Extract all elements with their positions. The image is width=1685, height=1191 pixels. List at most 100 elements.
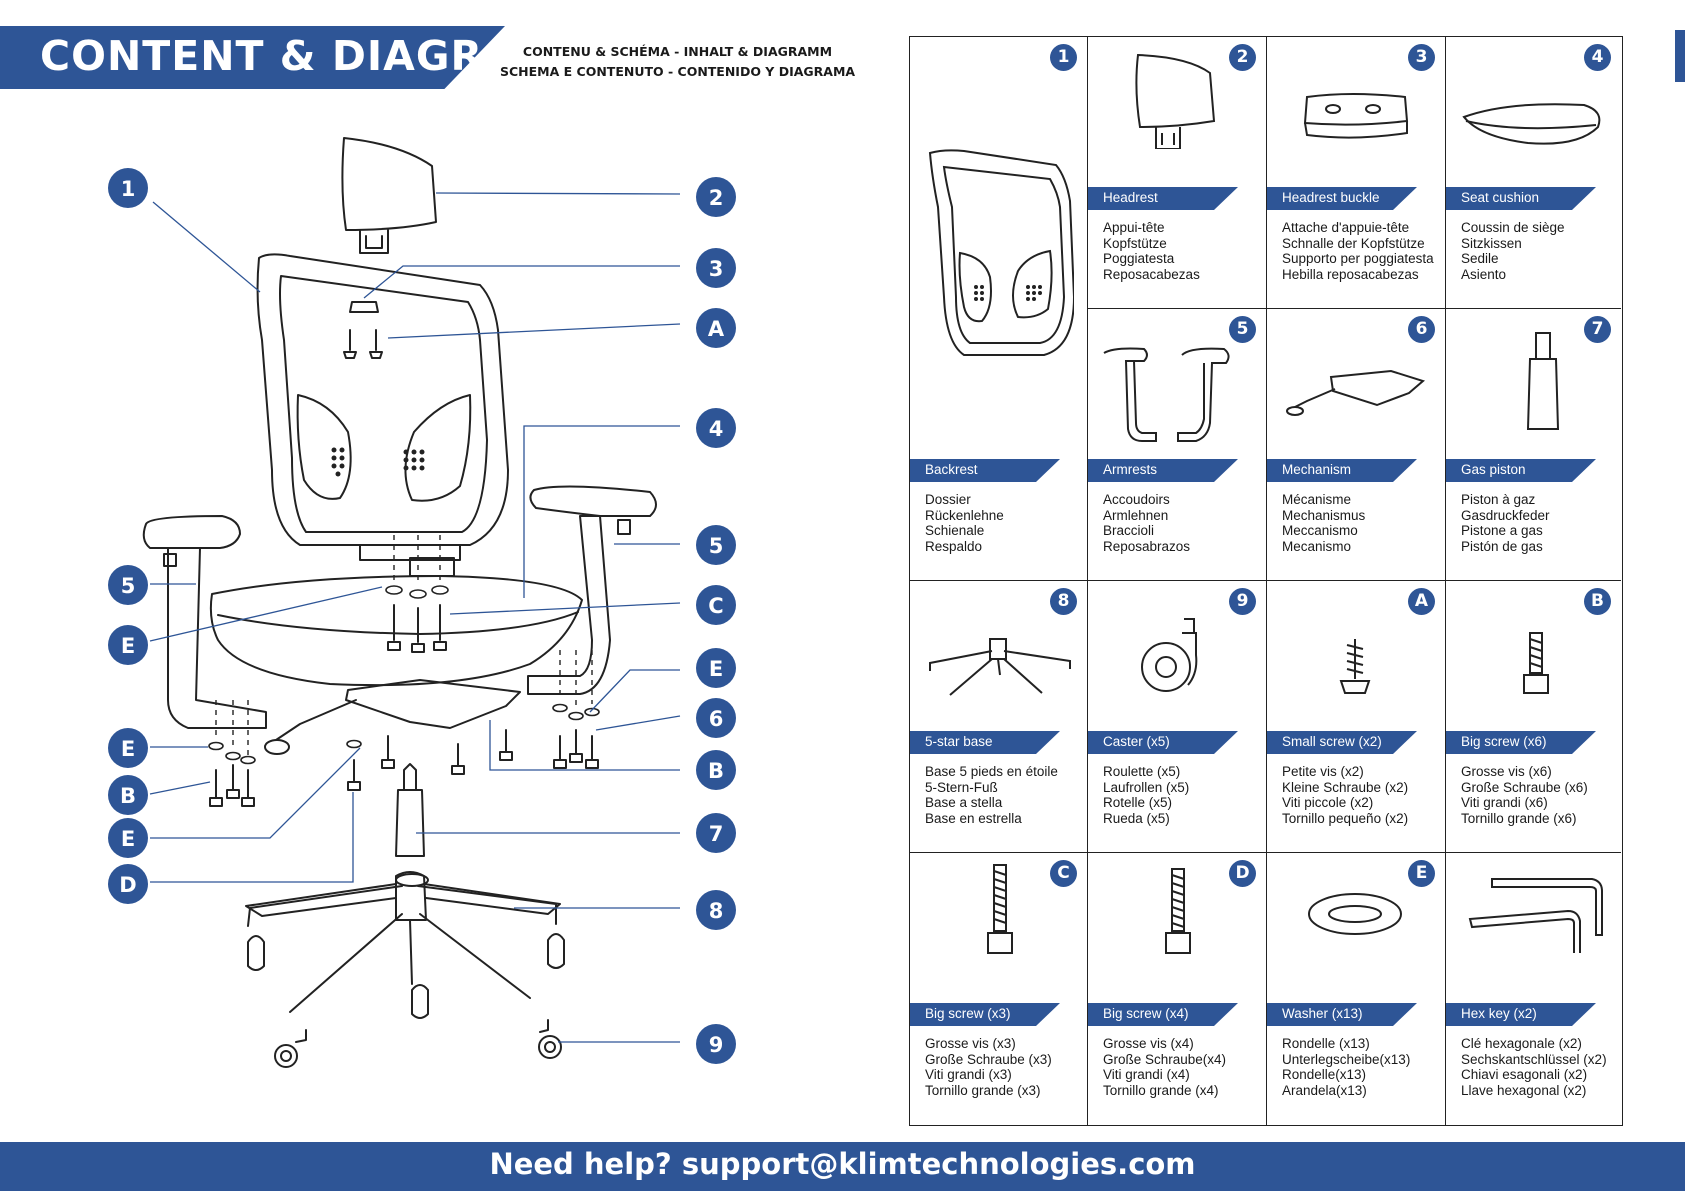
part-illustration [928, 149, 1074, 356]
part-translations: Rondelle (x13)Unterlegscheibe(x13)Rondel… [1282, 1036, 1410, 1098]
translation-line: Gasdruckfeder [1461, 507, 1550, 523]
part-translations: Clé hexagonale (x2)Sechskantschlüssel (x… [1461, 1036, 1607, 1098]
part-illustration [987, 864, 1013, 954]
part-translations: Roulette (x5)Laufrollen (x5)Rotelle (x5)… [1103, 764, 1189, 826]
translation-line: Supporto per poggiatesta [1282, 251, 1434, 267]
svg-text:2: 2 [709, 186, 724, 210]
translation-line: Meccanismo [1282, 523, 1358, 539]
part-name: Backrest [925, 462, 978, 477]
callout-2: 2 [696, 177, 736, 217]
part-cell-hex-key: Hex key (x2) Clé hexagonale (x2)Sechskant… [1446, 853, 1621, 1125]
translation-line: Attache d'appuie-tête [1282, 220, 1410, 235]
translation-line: Viti grandi (x3) [925, 1067, 1012, 1083]
translation-line: Clé hexagonale (x2) [1461, 1036, 1582, 1051]
support-contact: Need help? support@klimtechnologies.com [489, 1147, 1196, 1181]
part-illustration [1103, 347, 1230, 442]
translation-line: Schnalle der Kopfstütze [1282, 235, 1425, 251]
part-number-badge: E [1408, 860, 1435, 887]
translation-line: Dossier [925, 492, 971, 507]
part-number-badge: 9 [1229, 588, 1256, 615]
callout-4: 4 [696, 408, 736, 448]
translation-line: Pistone a gas [1461, 523, 1543, 539]
translation-line: Tornillo grande (x4) [1103, 1082, 1219, 1098]
part-illustration [1523, 632, 1549, 694]
callout-5: 5 [696, 525, 736, 565]
callout-E: E [108, 625, 148, 665]
diagram-headrest [341, 137, 437, 231]
translation-line: Chiavi esagonali (x2) [1461, 1067, 1588, 1083]
part-name-band: Hex key (x2) [1446, 1003, 1596, 1026]
page-edge-mark [1675, 30, 1685, 82]
part-number-badge: 5 [1229, 316, 1256, 343]
translation-line: Viti grandi (x4) [1103, 1067, 1190, 1083]
part-illustration [1141, 618, 1198, 692]
part-translations: Grosse vis (x4)Große Schraube(x4)Viti gr… [1103, 1036, 1226, 1098]
part-name: Headrest [1103, 190, 1158, 205]
part-illustration [1526, 332, 1560, 430]
callout-8: 8 [696, 890, 736, 930]
part-name: Hex key (x2) [1461, 1006, 1537, 1021]
part-number-badge: 2 [1229, 44, 1256, 71]
svg-text:E: E [709, 657, 723, 681]
part-illustration [1286, 369, 1426, 416]
callout-C: C [696, 585, 736, 625]
part-illustration [1135, 53, 1216, 149]
part-name-band: Headrest [1088, 187, 1238, 210]
part-name: Seat cushion [1461, 190, 1540, 205]
translation-line: Unterlegscheibe(x13) [1282, 1051, 1411, 1067]
translation-line: Base en estrella [925, 810, 1022, 826]
translation-line: Grosse vis (x3) [925, 1036, 1016, 1051]
svg-text:E: E [121, 634, 135, 658]
translation-line: Große Schraube(x4) [1103, 1051, 1227, 1067]
svg-text:A: A [708, 317, 725, 341]
translation-line: Appui-tête [1103, 220, 1165, 235]
part-illustration [1303, 93, 1409, 139]
part-number-badge: 8 [1050, 588, 1077, 615]
translation-line: Rueda (x5) [1103, 810, 1170, 826]
translation-line: Tornillo grande (x6) [1461, 810, 1577, 826]
part-name: Big screw (x6) [1461, 734, 1547, 749]
callout-B: B [696, 750, 736, 790]
part-translations: Grosse vis (x6)Große Schraube (x6)Viti g… [1461, 764, 1588, 826]
part-number-badge: 7 [1584, 316, 1611, 343]
part-number-badge: A [1408, 588, 1435, 615]
translation-line: Arandela(x13) [1282, 1082, 1367, 1098]
part-illustration [1165, 868, 1191, 954]
translation-line: Kopfstütze [1103, 235, 1167, 251]
part-name-band: 5-star base [910, 731, 1060, 754]
callout-9: 9 [696, 1024, 736, 1064]
part-name: Headrest buckle [1282, 190, 1380, 205]
part-number-badge: 4 [1584, 44, 1611, 71]
callout-A: A [696, 308, 736, 348]
translation-line: Rondelle(x13) [1282, 1067, 1367, 1083]
translation-line: Tornillo grande (x3) [925, 1082, 1041, 1098]
svg-text:7: 7 [709, 822, 724, 846]
part-name-band: Armrests [1088, 459, 1238, 482]
diagram-caster-left [274, 1044, 298, 1068]
translation-line: Mécanisme [1282, 492, 1352, 507]
callout-3: 3 [696, 248, 736, 288]
part-name-band: Big screw (x6) [1446, 731, 1596, 754]
callout-7: 7 [696, 813, 736, 853]
part-name-band: Small screw (x2) [1267, 731, 1417, 754]
svg-text:9: 9 [709, 1033, 724, 1057]
translation-line: Schienale [925, 523, 985, 539]
translation-line: Llave hexagonal (x2) [1461, 1082, 1587, 1098]
